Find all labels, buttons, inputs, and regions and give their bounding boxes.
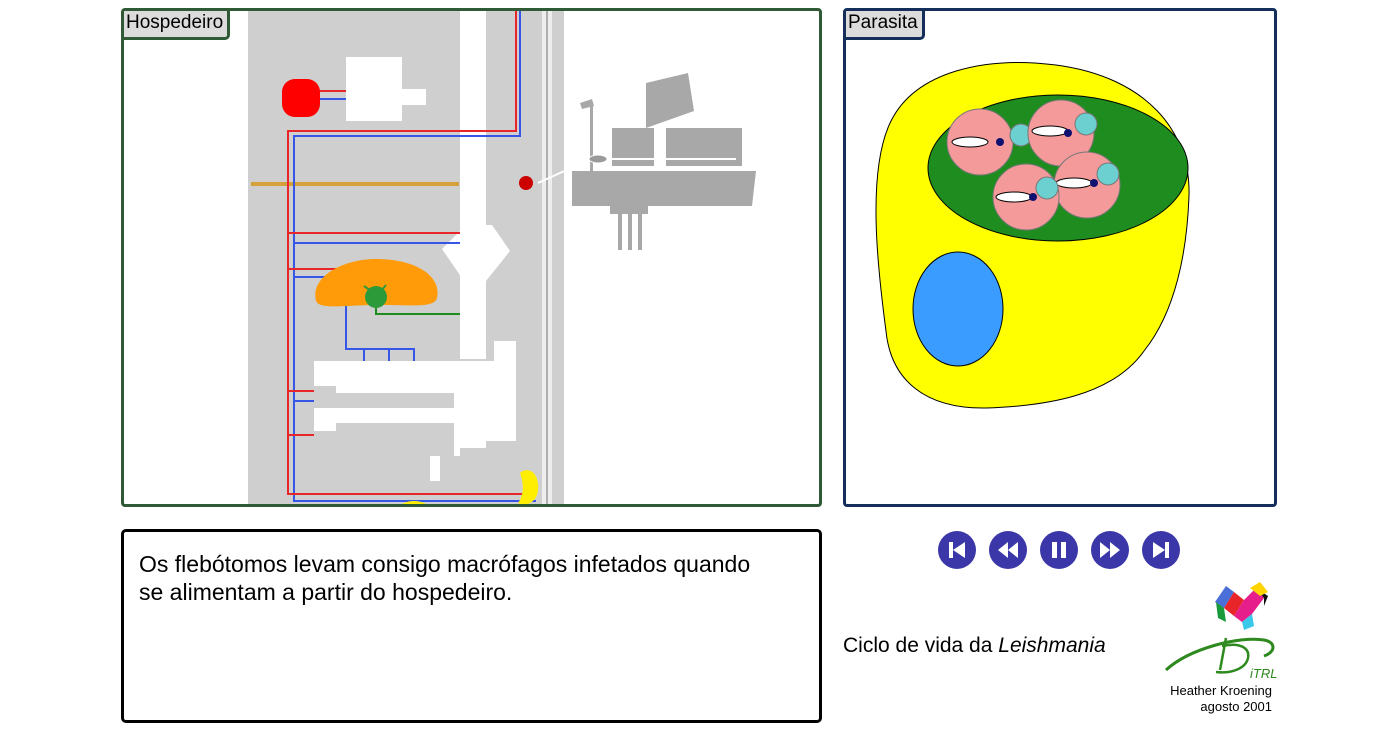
white-block-arm (402, 89, 426, 105)
fast-forward-icon (1100, 542, 1120, 558)
last-button[interactable] (1142, 531, 1180, 569)
ditrl-logo: iTRL (1164, 582, 1277, 681)
pause-button[interactable] (1040, 531, 1078, 569)
amastigotes (946, 99, 1121, 231)
author: Heather Kroening (1170, 683, 1272, 698)
module-title: Ciclo de vida da Leishmania (843, 634, 1106, 658)
yellow-cell-partial (402, 501, 426, 504)
amastigote (992, 163, 1060, 231)
host-diagram (248, 11, 756, 504)
sandfly (572, 73, 756, 250)
title-prefix: Ciclo de vida da (843, 634, 999, 657)
bite-point (519, 176, 533, 190)
amastigote (1053, 151, 1121, 219)
organelle-spike (363, 285, 372, 292)
caption-box: Os flebótomos levam consigo macrófagos i… (121, 529, 822, 723)
fast-forward-button[interactable] (1091, 531, 1129, 569)
sandfly-proboscis (537, 162, 583, 184)
parasite-panel: Parasita (843, 8, 1277, 507)
rewind-icon (998, 542, 1018, 558)
amastigote (946, 108, 1033, 176)
organelle-spike (380, 284, 387, 292)
white-tubules (314, 341, 516, 481)
macrophage-cell (315, 259, 438, 307)
white-diamond (442, 225, 510, 281)
credits: Heather Kroening agosto 2001 (1130, 683, 1272, 715)
caption-text: Os flebótomos levam consigo macrófagos i… (139, 551, 751, 605)
parasite-panel-label: Parasita (846, 11, 925, 40)
skip-to-end-icon (1153, 542, 1169, 558)
date: agosto 2001 (1200, 699, 1272, 714)
logo-text: iTRL (1250, 666, 1277, 681)
first-button[interactable] (938, 531, 976, 569)
host-panel-label: Hospedeiro (124, 11, 231, 40)
skip-to-start-icon (949, 542, 965, 558)
amastigote (1027, 99, 1098, 167)
white-channel (460, 11, 486, 359)
host-panel: Hospedeiro (121, 8, 822, 507)
yellow-cell (518, 470, 539, 504)
host-nucleus (912, 251, 1004, 367)
parasite-diagram (875, 62, 1190, 409)
white-block (346, 57, 402, 121)
pause-icon (1052, 542, 1066, 558)
red-blood-cell (282, 79, 320, 117)
title-organism: Leishmania (998, 634, 1106, 657)
sandfly-parasite (588, 154, 608, 164)
playback-controls (938, 531, 1182, 569)
tan-line (251, 182, 459, 186)
rewind-button[interactable] (989, 531, 1027, 569)
